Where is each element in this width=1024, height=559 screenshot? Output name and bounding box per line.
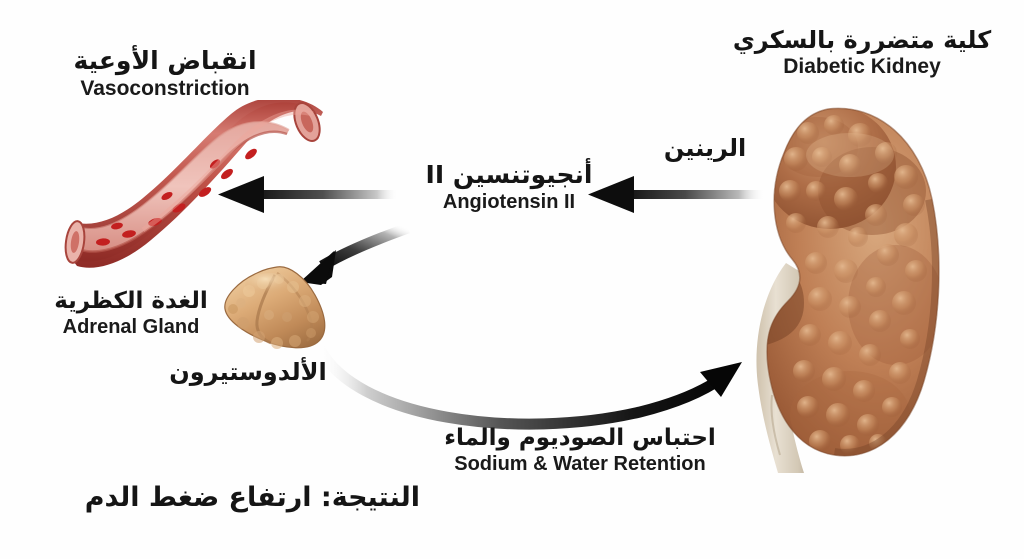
label-renin-ar: الرينين: [663, 134, 747, 162]
label-aldosterone-ar: الألدوستيرون: [169, 358, 327, 386]
label-aldosterone: الألدوستيرون: [140, 358, 356, 386]
diabetic-kidney-illustration: [756, 107, 940, 473]
label-adrenal-gland-en: Adrenal Gland: [62, 316, 200, 339]
vessel-lumen: [81, 121, 289, 252]
label-vasoconstriction: انقباض الأوعية Vasoconstriction: [20, 46, 310, 101]
label-vasoconstriction-ar: انقباض الأوعية: [73, 46, 257, 75]
label-sodium-water-ar: احتباس الصوديوم والماء: [444, 425, 716, 451]
label-result-ar: النتيجة: ارتفاع ضغط الدم: [84, 482, 420, 513]
label-vasoconstriction-en: Vasoconstriction: [80, 76, 250, 100]
label-sodium-water-retention: احتباس الصوديوم والماء Sodium & Water Re…: [420, 425, 740, 477]
label-angiotensin: أنجيوتنسين II Angiotensin II: [398, 160, 620, 214]
label-angiotensin-en: Angiotensin II: [442, 190, 576, 213]
label-diabetic-kidney: كلية متضررة بالسكري Diabetic Kidney: [700, 26, 1024, 80]
red-blood-cells: [96, 148, 257, 246]
label-renin: الرينين: [630, 134, 780, 162]
label-result: النتيجة: ارتفاع ضغط الدم: [20, 482, 420, 514]
blood-vessel-illustration: [64, 100, 323, 268]
label-diabetic-kidney-ar: كلية متضررة بالسكري: [732, 26, 992, 54]
label-diabetic-kidney-en: Diabetic Kidney: [783, 55, 941, 79]
label-adrenal-gland-ar: الغدة الكظرية: [54, 288, 208, 314]
adrenal-gland-illustration: [224, 266, 326, 349]
label-angiotensin-ar: أنجيوتنسين II: [425, 160, 593, 189]
kidney-body: [766, 108, 939, 456]
sodium-water-arrow: [312, 342, 742, 430]
label-adrenal-gland: الغدة الكظرية Adrenal Gland: [18, 288, 244, 340]
label-sodium-water-en: Sodium & Water Retention: [454, 453, 706, 476]
